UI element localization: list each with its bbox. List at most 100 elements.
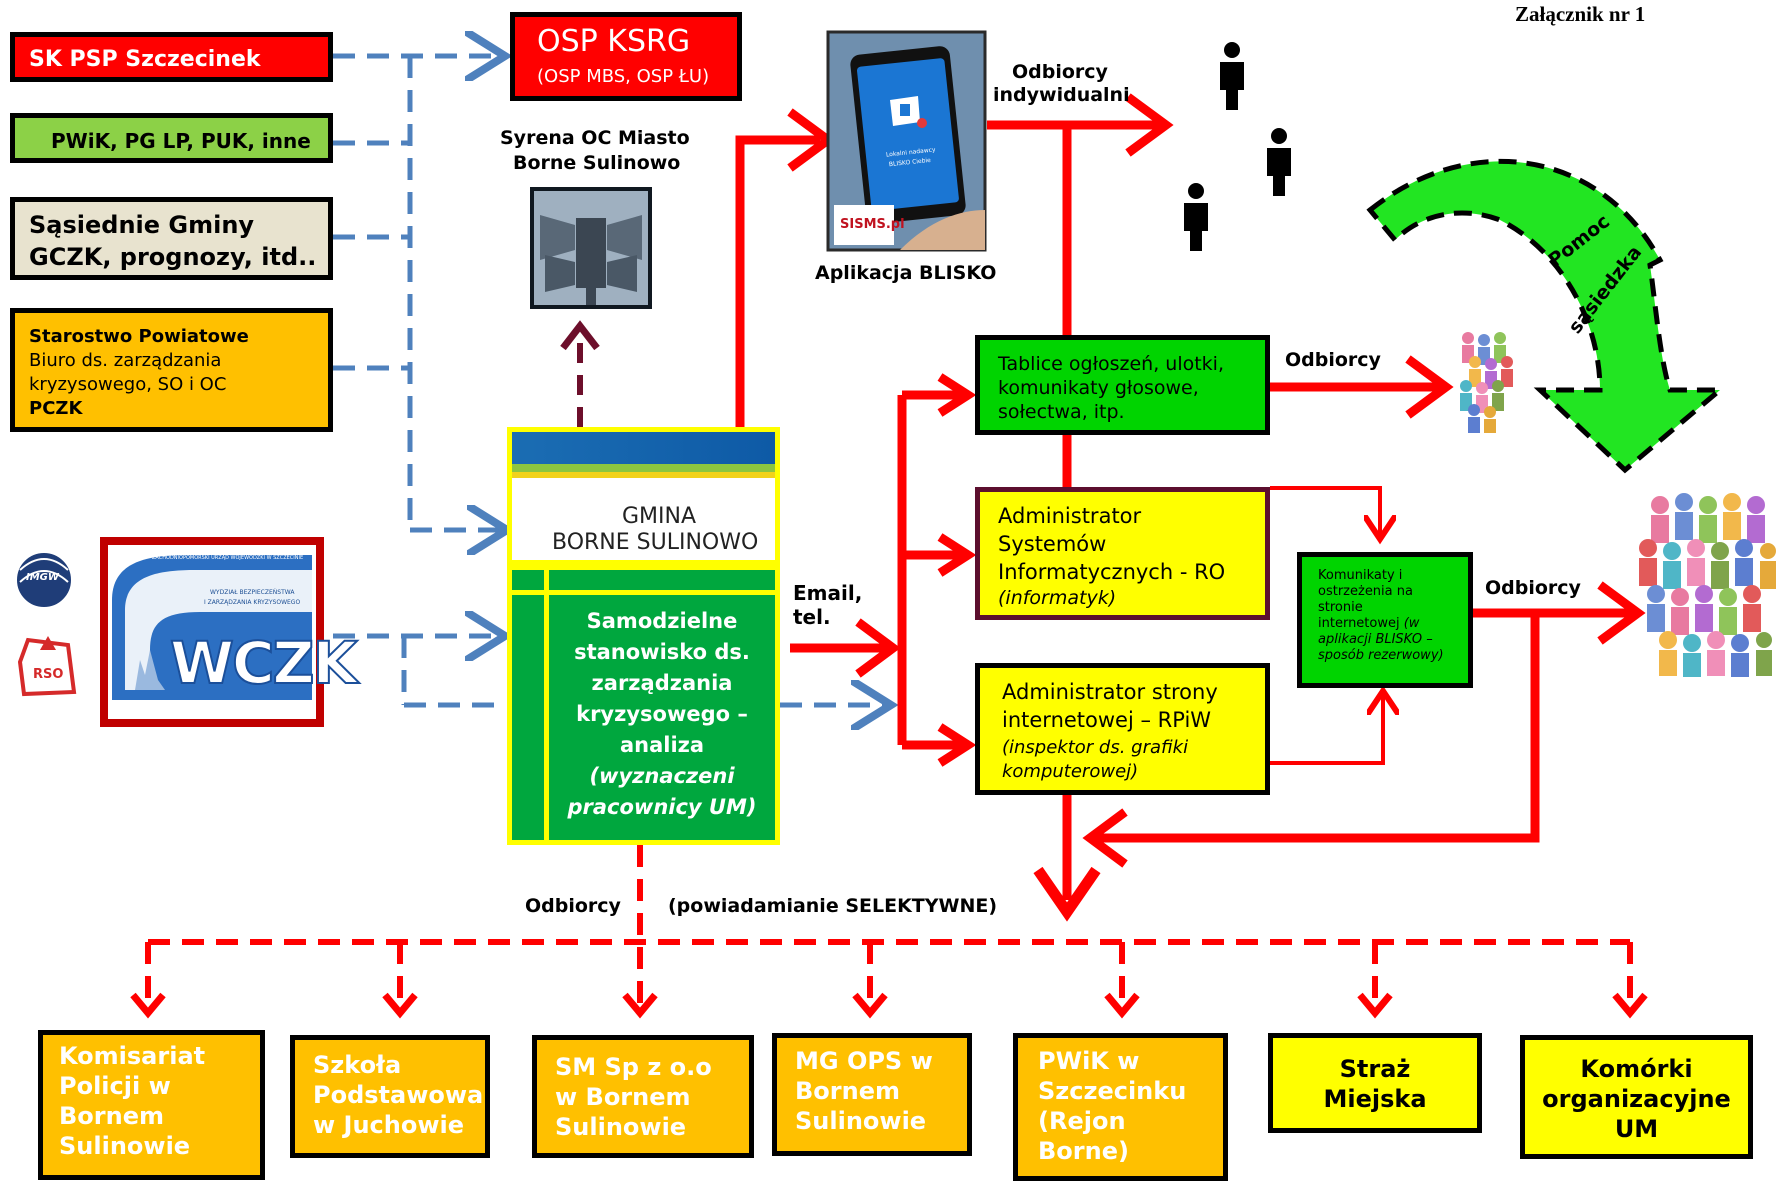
stanowisko-hline <box>512 590 775 595</box>
stanowisko-l1: Samodzielne <box>586 609 738 633</box>
recipient-szkola: Szkoła Podstawowa w Juchowie <box>290 1035 490 1158</box>
wczk-sub2: I ZARZĄDZANIA KRYZYSOWEGO <box>204 599 301 606</box>
recipient-pwik-l1: PWiK w <box>1038 1047 1140 1075</box>
recipient-szkola-l1: Szkoła <box>313 1051 402 1079</box>
recipient-komorki-l1: Komórki <box>1580 1055 1693 1083</box>
wczk-label: WCZK <box>169 629 359 697</box>
siren-caption-line2: Borne Sulinowo <box>513 152 681 174</box>
tablice-line3: sołectwa, itp. <box>998 401 1125 423</box>
komunikaty-line4: internetowej (w <box>1318 616 1420 632</box>
recipient-sm-l2: w Bornem <box>555 1083 691 1111</box>
recipient-komorki-l2: organizacyjne <box>1542 1085 1731 1113</box>
imgw-logo-text: IMGW <box>26 572 59 583</box>
admin-si-line1: Administrator <box>998 504 1142 528</box>
stanowisko-l6: (wyznaczeni <box>589 764 735 788</box>
blisko-caption: Aplikacja BLISKO <box>815 262 997 284</box>
admin-www-line3: (inspektor ds. grafiki <box>1002 737 1189 758</box>
recipient-komorki: Komórki organizacyjne UM <box>1520 1035 1753 1159</box>
email-label-line1: Email, <box>793 581 863 605</box>
gmina-yellow-stripe <box>512 472 775 478</box>
gmina-header-band <box>512 432 775 464</box>
stanowisko-l5: analiza <box>619 733 705 757</box>
wczk-sub1: WYDZIAŁ BEZPIECZEŃSTWA <box>210 589 295 596</box>
recipient-komisariat-l2: Policji w <box>59 1072 171 1100</box>
admin-si-line3: Informatycznych - RO <box>998 560 1226 584</box>
admin-si-line2: Systemów <box>998 532 1107 556</box>
komunikaty-line1: Komunikaty i <box>1318 568 1403 583</box>
neighbour-communes-box: Sąsiednie Gminy GCZK, prognozy, itd.. <box>10 197 333 280</box>
starostwo-line2: kryzysowego, SO i OC <box>29 374 227 395</box>
email-label-line2: tel. <box>793 605 831 629</box>
komunikaty-line4-italic: (w <box>1403 616 1420 631</box>
osp-ksrg-title: OSP KSRG <box>537 24 691 59</box>
siren-image <box>530 187 652 309</box>
sk-psp-box: SK PSP Szczecinek <box>10 32 333 82</box>
recipient-komisariat-l4: Sulinowie <box>59 1132 191 1160</box>
pwik-pg-label: PWiK, PG LP, PUK, inne <box>51 129 311 153</box>
tablice-line1: Tablice ogłoszeń, ulotki, <box>998 353 1225 375</box>
imgw-logo <box>15 551 73 609</box>
tablice-line2: komunikaty głosowe, <box>998 377 1199 399</box>
admin-si-box: Administrator Systemów Informatycznych -… <box>975 487 1270 620</box>
red-dashed-arrowheads <box>130 992 1648 1019</box>
gmina-line1: GMINA <box>622 504 697 529</box>
stanowisko-box: Samodzielne stanowisko ds. zarządzania k… <box>507 565 780 845</box>
recipient-straz-l2: Miejska <box>1323 1085 1427 1113</box>
stanowisko-l7: pracownicy UM) <box>567 795 757 819</box>
individual-recipients-line1: Odbiorcy <box>1012 61 1108 83</box>
recipient-szkola-l2: Podstawowa <box>313 1081 484 1109</box>
recipient-ops-l1: MG OPS w <box>795 1047 933 1075</box>
starostwo-line3: PCZK <box>29 398 83 419</box>
pwik-pg-box: PWiK, PG LP, PUK, inne <box>10 113 333 163</box>
blisko-phone-image <box>826 30 987 252</box>
starostwo-line1: Biuro ds. zarządzania <box>29 350 222 371</box>
osp-ksrg-subtitle: (OSP MBS, OSP ŁU) <box>537 66 710 87</box>
rso-logo <box>17 636 77 697</box>
stanowisko-text: Samodzielne stanowisko ds. zarządzania k… <box>549 606 775 823</box>
starostwo-box: Starostwo Powiatowe Biuro ds. zarządzani… <box>10 308 333 432</box>
recipient-sm: SM Sp z o.o w Bornem Sulinowie <box>532 1035 754 1158</box>
recipient-komorki-text: Komórki organizacyjne UM <box>1525 1054 1748 1144</box>
recipient-sm-l1: SM Sp z o.o <box>555 1053 712 1081</box>
recipient-komorki-l3: UM <box>1614 1115 1659 1143</box>
wczk-header-text: ZACHODNIOPOMORSKI URZĄD WOJEWÓDZKI W SZC… <box>152 555 304 561</box>
komunikaty-line4-text: internetowej <box>1318 616 1400 631</box>
tablice-recipients-label: Odbiorcy <box>1285 349 1381 371</box>
selective-notification-label: (powiadamianie SELEKTYWNE) <box>668 895 998 917</box>
bottom-recipients-label: Odbiorcy <box>525 895 621 917</box>
osp-ksrg-box: OSP KSRG (OSP MBS, OSP ŁU) <box>510 12 742 101</box>
small-crowd-image <box>1460 332 1513 433</box>
rso-logo-text: RSO <box>33 667 64 682</box>
large-crowd-image <box>1639 493 1776 677</box>
admin-si-line4: (informatyk) <box>998 587 1117 609</box>
sk-psp-label: SK PSP Szczecinek <box>29 47 261 72</box>
recipient-ops: MG OPS w Bornem Sulinowie <box>772 1033 972 1156</box>
person-icons <box>1184 42 1291 251</box>
admin-www-line1: Administrator strony <box>1002 680 1218 704</box>
blue-dashed-connectors <box>333 56 886 705</box>
attachment-label: Załącznik nr 1 <box>1515 2 1646 26</box>
siren-connector <box>560 320 600 427</box>
komunikaty-box: Komunikaty i ostrzeżenia na stronie inte… <box>1297 552 1473 688</box>
sisms-brand: SISMS.pl <box>840 217 905 232</box>
recipient-ops-l2: Bornem <box>795 1077 900 1105</box>
recipient-komisariat: Komisariat Policji w Bornem Sulinowie <box>38 1030 265 1180</box>
neighbour-communes-line2: GCZK, prognozy, itd.. <box>29 243 317 271</box>
neighbour-help-arrow <box>1366 158 1727 474</box>
stanowisko-l2: stanowisko ds. <box>574 640 750 664</box>
siren-caption-line1: Syrena OC Miasto <box>500 127 690 149</box>
stanowisko-l3: zarządzania <box>591 671 733 695</box>
recipient-komisariat-l3: Bornem <box>59 1102 164 1130</box>
stanowisko-vline <box>544 570 549 840</box>
gmina-green-stripe <box>512 464 775 472</box>
recipient-sm-l3: Sulinowie <box>555 1113 687 1141</box>
recipient-pwik-l3: (Rejon <box>1038 1107 1126 1135</box>
admin-www-line4: komputerowej) <box>1002 761 1139 782</box>
red-thin-connectors <box>1270 486 1383 765</box>
recipient-pwik-l4: Borne) <box>1038 1137 1129 1165</box>
recipient-pwik: PWiK w Szczecinku (Rejon Borne) <box>1013 1033 1228 1181</box>
admin-www-line2: internetowej – RPiW <box>1002 708 1212 732</box>
komunikaty-line5: aplikacji BLISKO – <box>1318 632 1433 647</box>
recipient-komisariat-l1: Komisariat <box>59 1042 206 1070</box>
